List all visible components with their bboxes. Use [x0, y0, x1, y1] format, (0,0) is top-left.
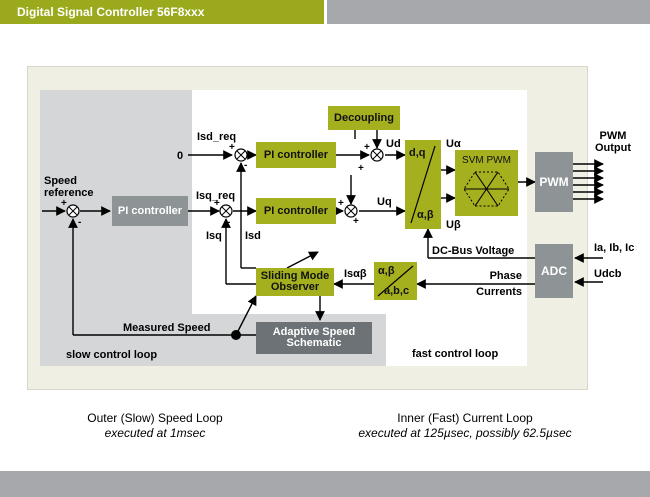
u-beta-label: Uβ — [446, 219, 461, 231]
outer-loop-subtitle: executed at 1msec — [104, 426, 206, 440]
is-alpha-beta-label: Isαβ — [344, 268, 367, 280]
park-bottom-label: α,β — [417, 209, 434, 221]
iabc-label: Ia, Ib, Ic — [594, 242, 635, 254]
speed-tap-node — [231, 330, 241, 340]
fast-loop-label: fast control loop — [412, 348, 499, 360]
svg-text:+: + — [338, 198, 344, 209]
d-axis-pi-controller: PI controller — [256, 142, 336, 168]
uq-label: Uq — [377, 196, 392, 208]
svg-text:+: + — [353, 216, 359, 227]
svg-text:+: + — [364, 142, 370, 153]
measured-speed-label: Measured Speed — [123, 322, 211, 334]
svg-text:+: + — [229, 142, 235, 153]
slow-loop-label: slow control loop — [66, 349, 158, 361]
isq-req-label: Isq_req — [196, 190, 236, 202]
adaptive-speed-schematic: Adaptive Speed Schematic — [256, 322, 372, 354]
fast-loop-region-extension — [386, 314, 527, 366]
q-axis-pi-controller: PI controller — [256, 198, 336, 224]
park-inverse-transform: d,q α,β — [405, 140, 441, 229]
udcb-label: Udcb — [594, 268, 622, 280]
speed-reference-label: Speed reference — [44, 175, 94, 199]
inner-loop-caption: Inner (Fast) Current Loop executed at 12… — [315, 411, 615, 441]
adc-block: ADC — [535, 244, 573, 298]
clarke-transform: α,β a,b,c — [374, 262, 417, 300]
isd-req-label: Isd_req — [197, 131, 237, 143]
svg-text:-: - — [227, 217, 230, 228]
clarke-bottom-label: a,b,c — [384, 285, 410, 297]
outer-loop-caption: Outer (Slow) Speed Loop executed at 1mse… — [40, 411, 270, 441]
pwm-block: PWM — [535, 152, 573, 212]
sliding-mode-observer: Sliding Mode Observer — [256, 268, 334, 296]
speed-pi-controller: PI controller — [112, 196, 188, 226]
clarke-top-label: α,β — [378, 265, 395, 277]
svg-text:+: + — [61, 198, 67, 209]
svm-label: SVM PWM — [462, 155, 511, 166]
pwm-output-label: PWM Output — [594, 130, 632, 154]
isq-feedback-label: Isq — [206, 230, 222, 242]
svg-text:+: + — [214, 198, 220, 209]
svg-text:-: - — [78, 217, 81, 228]
phase-currents-label: Phase Currents — [476, 270, 522, 298]
hexagon-icon — [463, 171, 510, 207]
svg-text:-: - — [244, 160, 247, 171]
dc-bus-voltage-label: DC-Bus Voltage — [432, 245, 515, 257]
header-bar — [327, 0, 650, 24]
park-top-label: d,q — [409, 147, 426, 159]
outer-loop-title: Outer (Slow) Speed Loop — [87, 411, 223, 425]
footer-bar — [0, 471, 650, 497]
svm-pwm-block: SVM PWM — [455, 150, 518, 216]
inner-loop-subtitle: executed at 125µsec, possibly 62.5µsec — [358, 426, 572, 440]
isd-feedback-label: Isd — [245, 230, 261, 242]
decoupling-block: Decoupling — [328, 106, 400, 130]
u-alpha-label: Uα — [446, 138, 461, 150]
ud-label: Ud — [386, 138, 401, 150]
inner-loop-title: Inner (Fast) Current Loop — [397, 411, 533, 425]
zero-input-label: 0 — [177, 150, 184, 162]
header-title: Digital Signal Controller 56F8xxx — [0, 0, 324, 24]
svg-text:+: + — [358, 163, 364, 174]
